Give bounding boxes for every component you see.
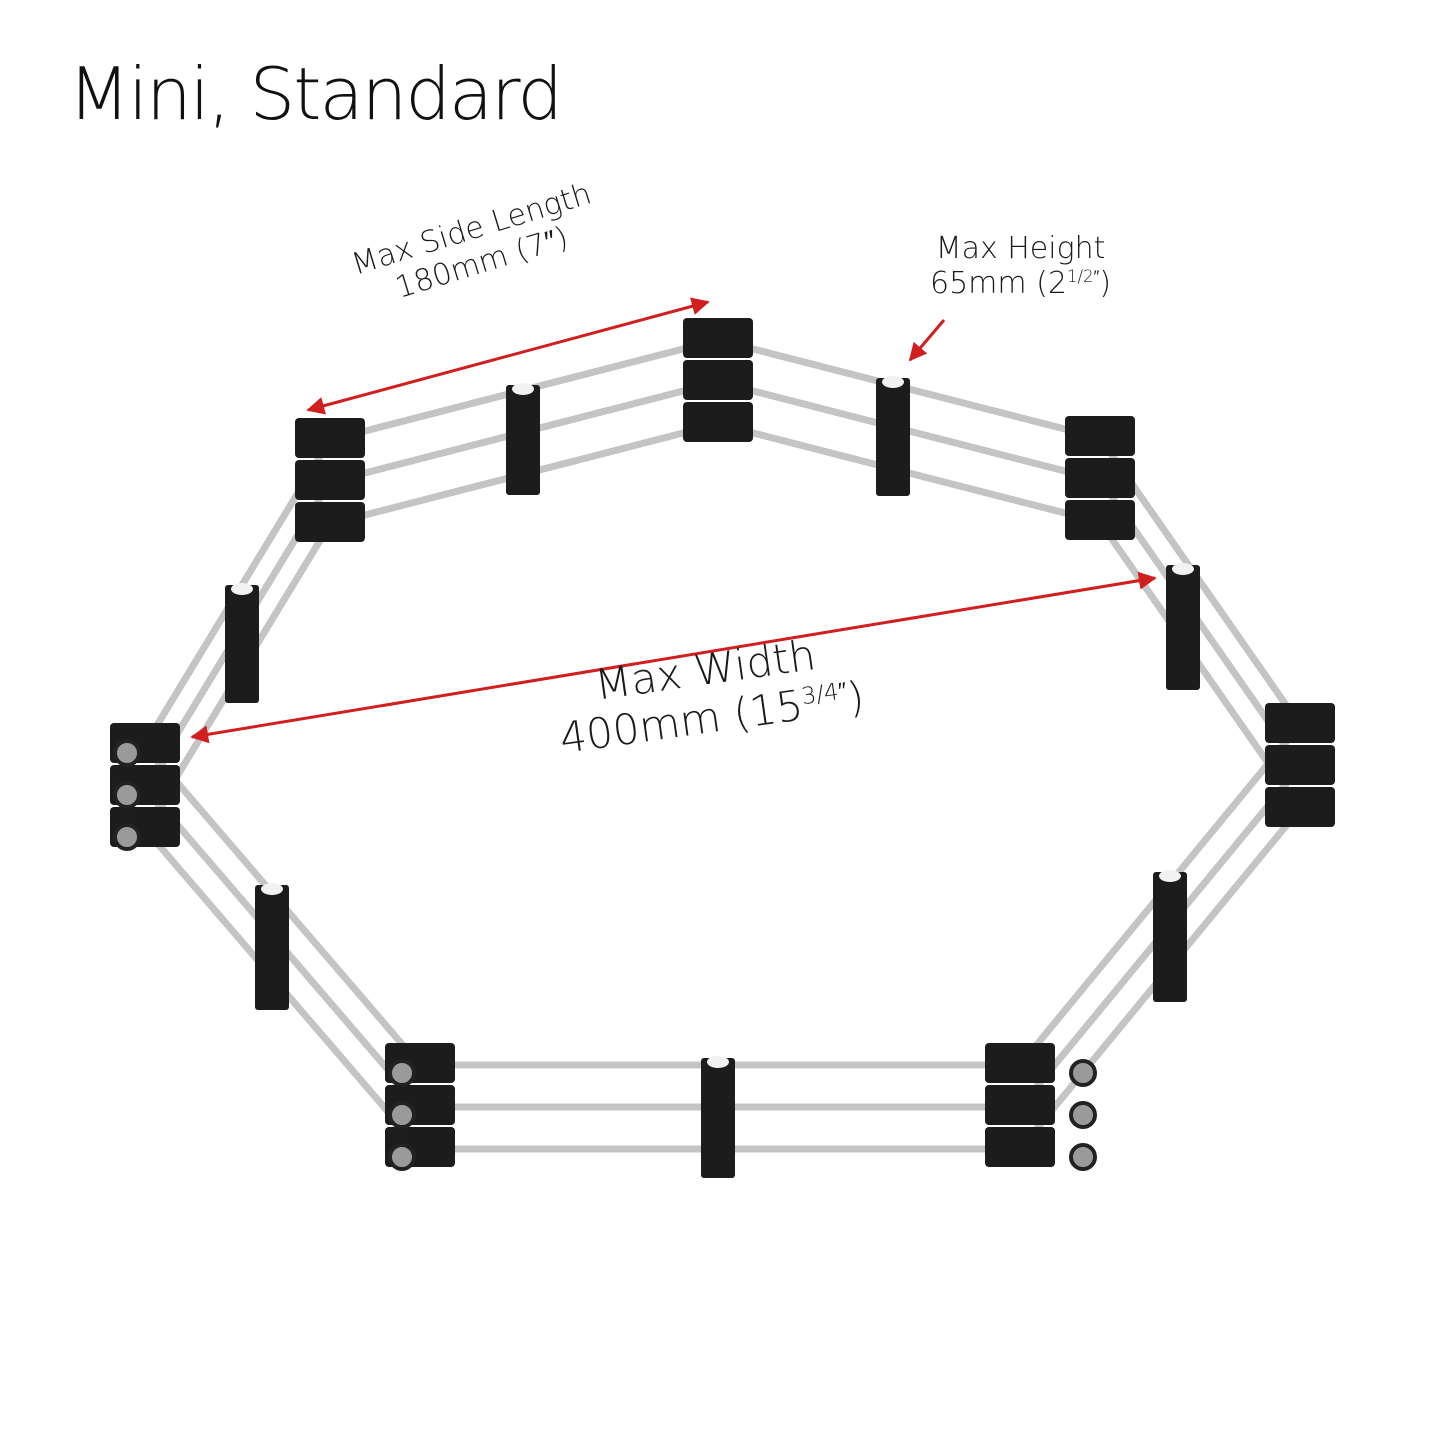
white-rod-cap-icon <box>1172 563 1194 575</box>
white-rod-cap-icon <box>1159 870 1181 882</box>
corner-block <box>985 1043 1055 1083</box>
corner-block <box>1065 458 1135 498</box>
silver-thumb-nut-icon <box>388 1101 416 1129</box>
corner-block <box>683 360 753 400</box>
post-block <box>701 1058 735 1178</box>
dimension-arrows <box>190 297 1157 744</box>
page-title: Mini, Standard <box>68 52 563 136</box>
white-rod-cap-icon <box>707 1056 729 1068</box>
white-rod-cap-icon <box>882 376 904 388</box>
silver-thumb-nut-icon <box>113 823 141 851</box>
corner-block <box>295 502 365 542</box>
silver-thumb-nut-icon <box>113 781 141 809</box>
height-value: 65mm (2 <box>930 265 1067 301</box>
post-block <box>1166 565 1200 690</box>
corner-block <box>1265 787 1335 827</box>
post-block <box>255 885 289 1010</box>
height-label-line2: 65mm (21/2″) <box>930 265 1112 302</box>
corner-block <box>1265 703 1335 743</box>
post-block <box>506 385 540 495</box>
corner-block <box>1065 500 1135 540</box>
white-rod-cap-icon <box>512 383 534 395</box>
post-block <box>225 585 259 703</box>
corner-block <box>295 418 365 458</box>
silver-thumb-nut-icon <box>1069 1143 1097 1171</box>
height-label-line1: Max Height <box>935 231 1106 266</box>
height-close: ) <box>1099 265 1112 301</box>
corner-block <box>683 402 753 442</box>
height-arrow <box>908 319 946 362</box>
silver-thumb-nut-icon <box>388 1143 416 1171</box>
corner-block <box>985 1085 1055 1125</box>
corner-block <box>683 318 753 358</box>
width-fraction: 3/4″ <box>799 678 849 711</box>
height-label: Max Height 65mm (21/2″) <box>930 231 1112 302</box>
width-arrow <box>190 571 1157 744</box>
corner-block <box>985 1127 1055 1167</box>
white-rod-cap-icon <box>261 883 283 895</box>
white-rod-cap-icon <box>231 583 253 595</box>
silver-thumb-nut-icon <box>113 739 141 767</box>
post-block <box>1153 872 1187 1002</box>
corner-block <box>1265 745 1335 785</box>
height-fraction: 1/2″ <box>1066 266 1100 286</box>
side-length-arrow <box>306 297 710 415</box>
corner-block <box>295 460 365 500</box>
silver-thumb-nut-icon <box>1069 1101 1097 1129</box>
corner-connectors <box>110 318 1335 1171</box>
corner-block <box>1065 416 1135 456</box>
post-block <box>876 378 910 496</box>
silver-thumb-nut-icon <box>1069 1059 1097 1087</box>
silver-thumb-nut-icon <box>388 1059 416 1087</box>
